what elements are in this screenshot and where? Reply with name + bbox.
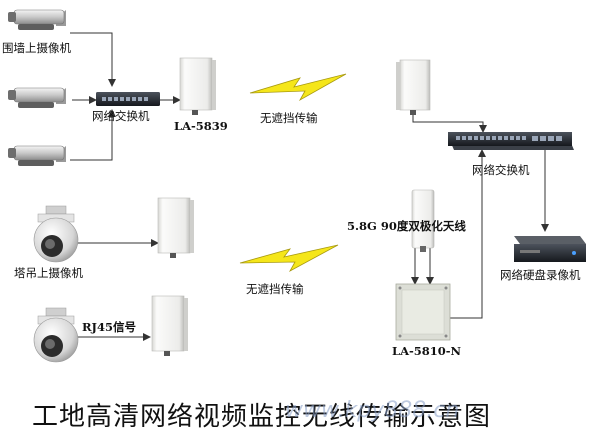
label-link-bottom: 无遮挡传输: [246, 282, 304, 296]
wireless-bolt-bottom: [239, 244, 339, 273]
line-cam1-switch: [70, 32, 116, 87]
watermark: www.kpy888.cn: [285, 398, 460, 423]
label-model-la5810n: LA-5810-N: [392, 344, 462, 358]
panel-antenna-rj45: [151, 295, 188, 356]
panel-antenna-right-top: [396, 59, 431, 115]
panel-antenna-la5839: [179, 57, 216, 115]
page-title: 工地高清网络视频监控无线传输示意图: [32, 402, 492, 432]
label-switch-left: 网络交换机: [92, 109, 150, 123]
bullet-camera-1: [8, 9, 66, 30]
label-wall-camera: 围墙上摄像机: [2, 41, 71, 55]
line-antenna-right-switch: [412, 113, 487, 133]
connector-lines: [70, 32, 549, 341]
label-nvr: 网络硬盘录像机: [500, 268, 581, 282]
label-crane-camera: 塔吊上摄像机: [14, 266, 83, 280]
dome-camera-rj45: [33, 307, 79, 363]
la5810n-enclosure: [395, 283, 451, 341]
label-dual-pol-antenna: 5.8G 90度双极化天线: [347, 219, 466, 233]
label-switch-right: 网络交换机: [472, 163, 530, 177]
label-rj45: RJ45信号: [82, 320, 137, 334]
label-model-la5839: LA-5839: [174, 119, 228, 133]
bullet-camera-3: [8, 145, 66, 166]
dual-pol-sector-antenna: [411, 189, 435, 252]
nvr-recorder: [514, 236, 586, 262]
network-switch-right: [448, 132, 574, 150]
line-sector-switch: [450, 149, 486, 319]
wireless-bolt-top: [249, 73, 347, 102]
label-link-top: 无遮挡传输: [260, 111, 318, 125]
bullet-camera-2: [8, 87, 66, 108]
line-cam3-switch: [70, 109, 116, 161]
panel-antenna-crane: [157, 197, 194, 258]
network-switch-left: [96, 92, 160, 106]
dome-camera-crane: [33, 205, 79, 263]
